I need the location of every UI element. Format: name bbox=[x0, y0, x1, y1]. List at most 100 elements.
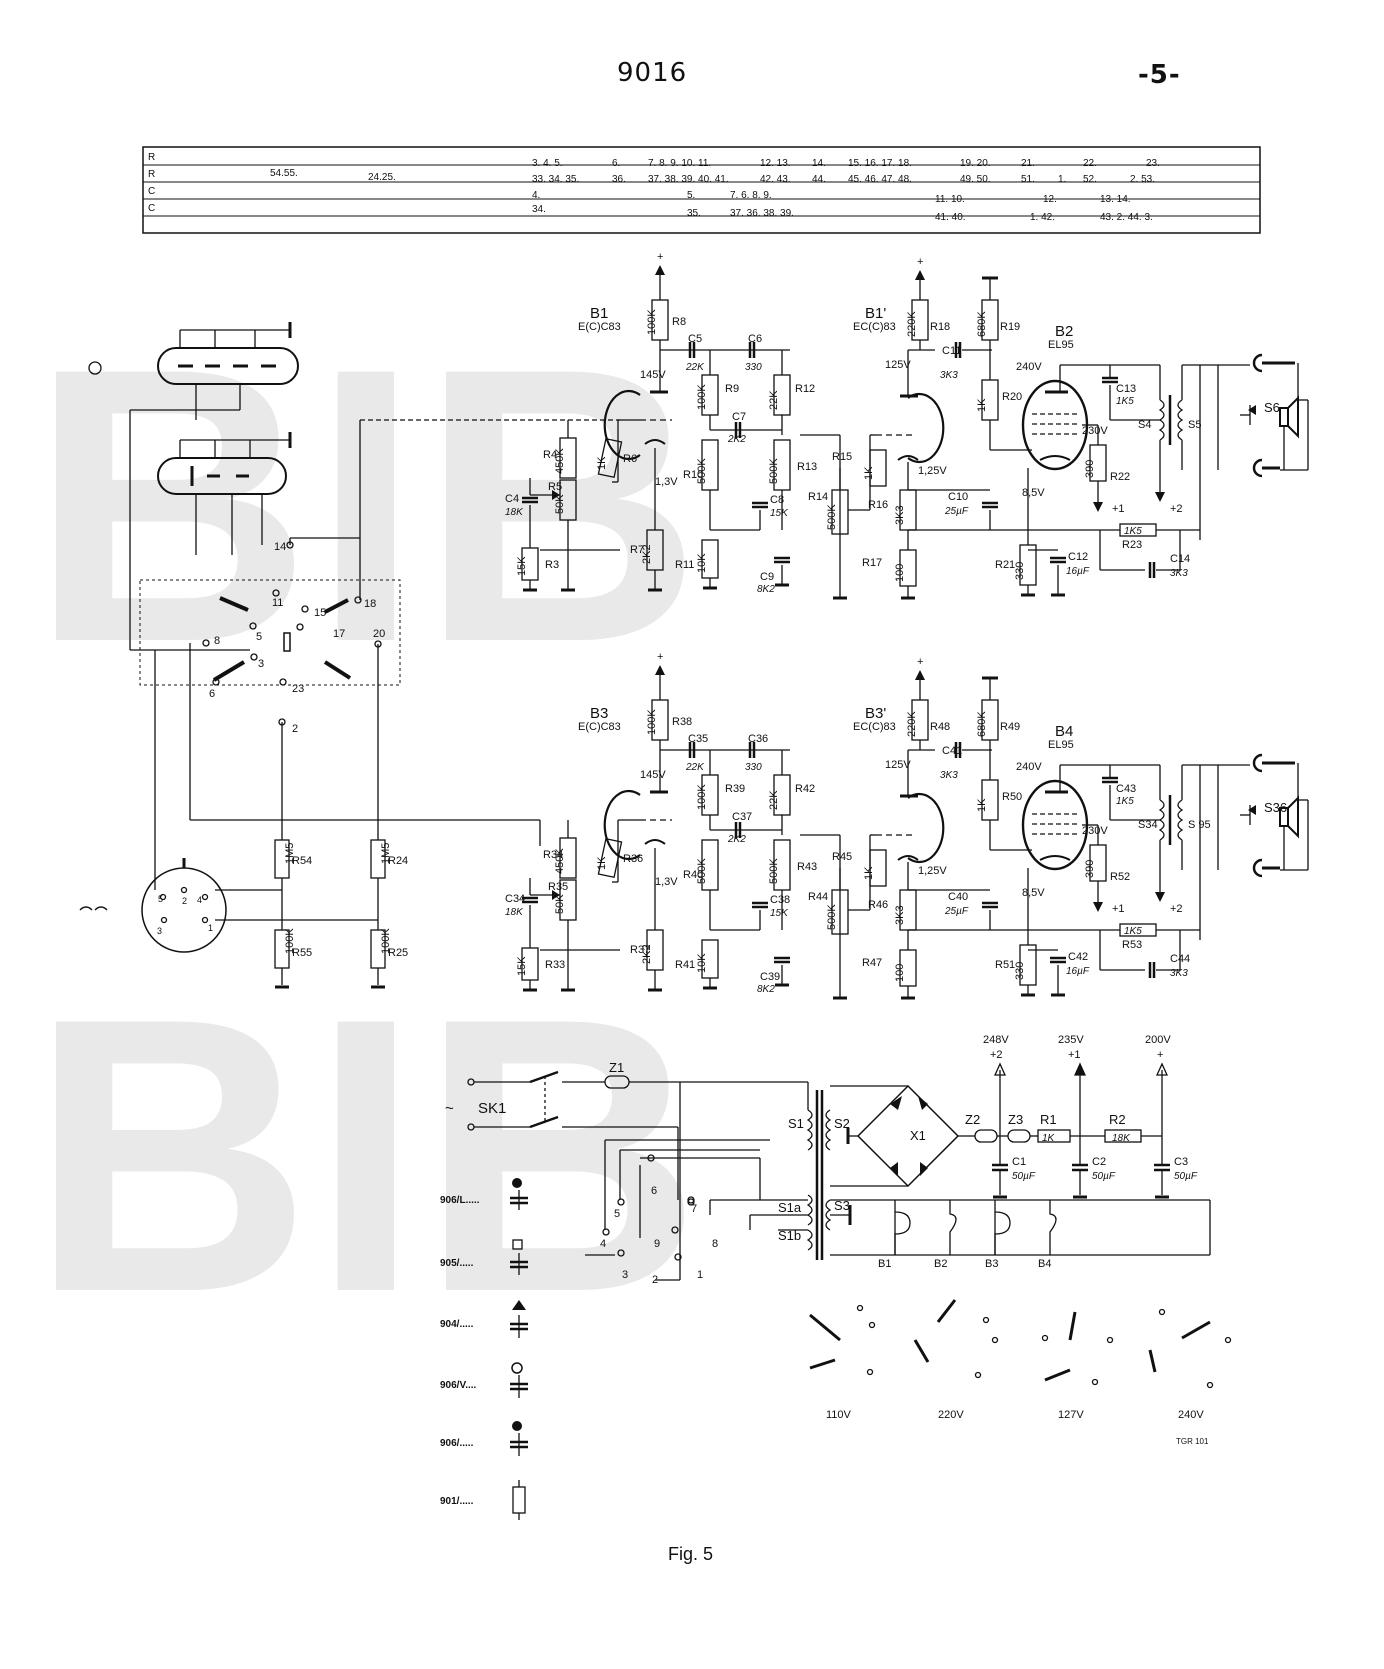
power-supply bbox=[467, 1062, 1211, 1281]
component-label: 680K bbox=[976, 711, 988, 737]
table-cell: 37. 38. 39. 40. 41. bbox=[648, 174, 729, 185]
supply-plus: + bbox=[657, 251, 663, 263]
label-s1: S1 bbox=[788, 1116, 804, 1131]
component-label: 50K bbox=[554, 494, 566, 514]
output-jack bbox=[1252, 458, 1263, 478]
component-label: C10 bbox=[948, 491, 968, 503]
component-label: R51 bbox=[995, 959, 1015, 971]
component-label: 3K3 bbox=[894, 905, 906, 925]
component-label: 10K bbox=[696, 953, 708, 973]
selector-110v: 110V bbox=[826, 1409, 852, 1421]
component-label: 220K bbox=[906, 311, 918, 337]
tube-label: B2 bbox=[1055, 323, 1073, 340]
component-label: 2K2 bbox=[641, 544, 653, 564]
component-label: 1K bbox=[596, 456, 608, 470]
component-label: R38 bbox=[672, 716, 692, 728]
component-label: R11 bbox=[675, 559, 694, 571]
heater-b2: B2 bbox=[934, 1258, 947, 1270]
component-label: 3K3 bbox=[1170, 968, 1188, 979]
switch-pin: 23 bbox=[292, 683, 304, 695]
supply-arrow bbox=[915, 670, 925, 680]
component-label: 15K bbox=[516, 956, 528, 976]
component-label: 390 bbox=[1084, 860, 1096, 878]
component-label: 1K5 bbox=[1124, 926, 1142, 937]
table-cell: 15. 16. 17. 18. bbox=[848, 158, 912, 169]
resistor bbox=[597, 437, 623, 479]
component-label: 230V bbox=[1082, 425, 1108, 437]
component-label: R6 bbox=[623, 453, 637, 465]
selector-220v: 220V bbox=[938, 1409, 964, 1421]
component-label: R50 bbox=[1002, 791, 1022, 803]
page-number: -5- bbox=[1138, 60, 1181, 90]
component-label: R42 bbox=[795, 783, 815, 795]
component-label: 1K5 bbox=[1116, 796, 1134, 807]
label-r54: R54 bbox=[292, 855, 312, 867]
component-label: 450K bbox=[554, 848, 566, 874]
component-label: S36 bbox=[1264, 800, 1287, 815]
component-label: 1,25V bbox=[918, 465, 947, 477]
component-label: 330 bbox=[1014, 562, 1026, 580]
legend-item: 906/V.... bbox=[440, 1380, 477, 1391]
table-cell: 44. bbox=[812, 174, 826, 185]
component-label: 16µF bbox=[1066, 966, 1090, 977]
tube-label: B1 bbox=[590, 305, 608, 322]
label-x1: X1 bbox=[910, 1128, 926, 1143]
table-cell: 6. bbox=[612, 158, 620, 169]
legend-item: 904/..... bbox=[440, 1319, 474, 1330]
index-table bbox=[142, 146, 1261, 234]
tube-type: EL95 bbox=[1048, 339, 1074, 351]
tube-envelope bbox=[603, 389, 641, 461]
component-label: C43 bbox=[1116, 783, 1136, 795]
transformer-coil bbox=[1177, 799, 1184, 841]
component-label: R40 bbox=[683, 869, 703, 881]
component-label: 500K bbox=[696, 458, 708, 484]
tube-type: EC(C)83 bbox=[853, 721, 896, 733]
component-label: S34 bbox=[1138, 819, 1158, 831]
figure-caption: Fig. 5 bbox=[668, 1544, 713, 1564]
table-cell: 24.25. bbox=[368, 172, 396, 183]
table-cell: 1. bbox=[1058, 174, 1066, 185]
tap-pin: 5 bbox=[614, 1208, 620, 1220]
tap-pin: 6 bbox=[651, 1185, 657, 1197]
tap-pin: 3 bbox=[622, 1269, 628, 1281]
wiper-arrow bbox=[552, 490, 560, 500]
output-jack bbox=[1252, 353, 1263, 373]
label-s3: S3 bbox=[834, 1198, 850, 1213]
table-cell: 7. 8. 9. 10. 11. bbox=[648, 158, 711, 169]
component-label: C42 bbox=[1068, 951, 1088, 963]
table-cell: 13. 14. bbox=[1100, 194, 1131, 205]
component-label: C7 bbox=[732, 411, 746, 423]
table-cell: 22. bbox=[1083, 158, 1097, 169]
switch-contact bbox=[1248, 805, 1256, 815]
din-pin: 4 bbox=[197, 895, 202, 905]
table-cell: 33. 34. 35. bbox=[532, 174, 579, 185]
tap-pin: 2 bbox=[652, 1274, 658, 1286]
component-label: 145V bbox=[640, 369, 666, 381]
value-r25: 100K bbox=[380, 928, 392, 954]
component-label: 3K3 bbox=[940, 370, 958, 381]
table-cell: 35. bbox=[687, 208, 701, 219]
supply-arrow bbox=[655, 265, 665, 275]
component-label: 100K bbox=[696, 384, 708, 410]
component-label: R20 bbox=[1002, 391, 1022, 403]
voltage-selectors bbox=[809, 1299, 1232, 1389]
component-label: R18 bbox=[930, 321, 950, 333]
component-label: R13 bbox=[797, 461, 817, 473]
component-label: C13 bbox=[1116, 383, 1136, 395]
supply-arrow bbox=[655, 665, 665, 675]
output-jack bbox=[1252, 753, 1263, 773]
tube-type: E(C)C83 bbox=[578, 321, 621, 333]
page-id: 9016 bbox=[617, 58, 688, 88]
component-label: 18K bbox=[505, 507, 524, 518]
table-cell: 54.55. bbox=[270, 168, 298, 179]
table-cell: 5. bbox=[687, 190, 695, 201]
component-label: R21 bbox=[995, 559, 1015, 571]
value-r1: 1K bbox=[1042, 1133, 1056, 1144]
component-label: C8 bbox=[770, 494, 784, 506]
tube-type: EL95 bbox=[1048, 739, 1074, 751]
component-label: 1,3V bbox=[655, 476, 678, 488]
tube-label: B4 bbox=[1055, 723, 1073, 740]
component-label: R39 bbox=[725, 783, 745, 795]
component-label: R3 bbox=[545, 559, 559, 571]
table-cell: 42. 43. bbox=[760, 174, 791, 185]
